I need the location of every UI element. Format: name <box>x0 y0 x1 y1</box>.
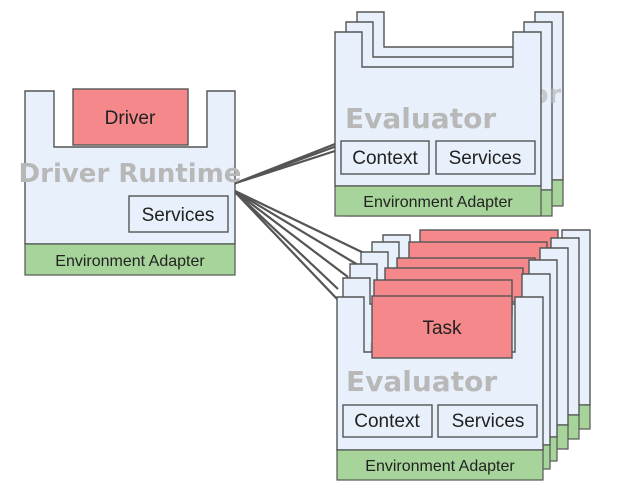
driver-label: Driver <box>105 108 156 129</box>
task-label: Task <box>422 318 462 339</box>
driver-box <box>72 88 189 146</box>
evaluator-runtime-label: Evaluator <box>346 365 497 398</box>
environment-adapter-bar <box>334 185 542 217</box>
connector-line <box>232 189 349 278</box>
connector-line <box>232 189 359 266</box>
evaluator-runtime-label: Evaluator <box>345 102 496 135</box>
connector-line <box>232 189 339 301</box>
services-label: Services <box>452 411 525 432</box>
upper-evaluator-front: Evaluator Context Services Environment A… <box>334 31 542 217</box>
driver-runtime-label: Driver Runtime <box>19 159 242 189</box>
context-label: Context <box>352 148 418 169</box>
lower-evaluator-stack: Evaluator Task Evaluator Context Service… <box>336 229 591 481</box>
environment-adapter-label: Environment Adapter <box>363 194 513 211</box>
environment-adapter-bar <box>24 243 236 276</box>
connector-line <box>232 148 339 186</box>
services-box <box>435 140 536 175</box>
environment-adapter-label: Environment Adapter <box>365 458 515 475</box>
connector-line <box>232 189 369 256</box>
services-label: Services <box>142 205 215 226</box>
context-label: Context <box>354 411 420 432</box>
connector-line <box>232 189 339 290</box>
upper-evaluator-stack: Evaluator Evaluator Context Services Env… <box>334 11 564 217</box>
context-box <box>342 404 433 438</box>
services-box <box>128 195 229 233</box>
environment-adapter-label: Environment Adapter <box>55 253 205 270</box>
connector-lines <box>232 133 369 301</box>
driver-runtime-group: Driver Driver Runtime Services Environme… <box>19 88 242 276</box>
environment-adapter-bar <box>336 449 544 481</box>
lower-evaluator-front: Task Evaluator Context Services Environm… <box>336 295 544 481</box>
context-box <box>340 140 430 175</box>
services-label: Services <box>449 148 522 169</box>
task-box <box>371 295 513 359</box>
services-box <box>437 404 538 438</box>
